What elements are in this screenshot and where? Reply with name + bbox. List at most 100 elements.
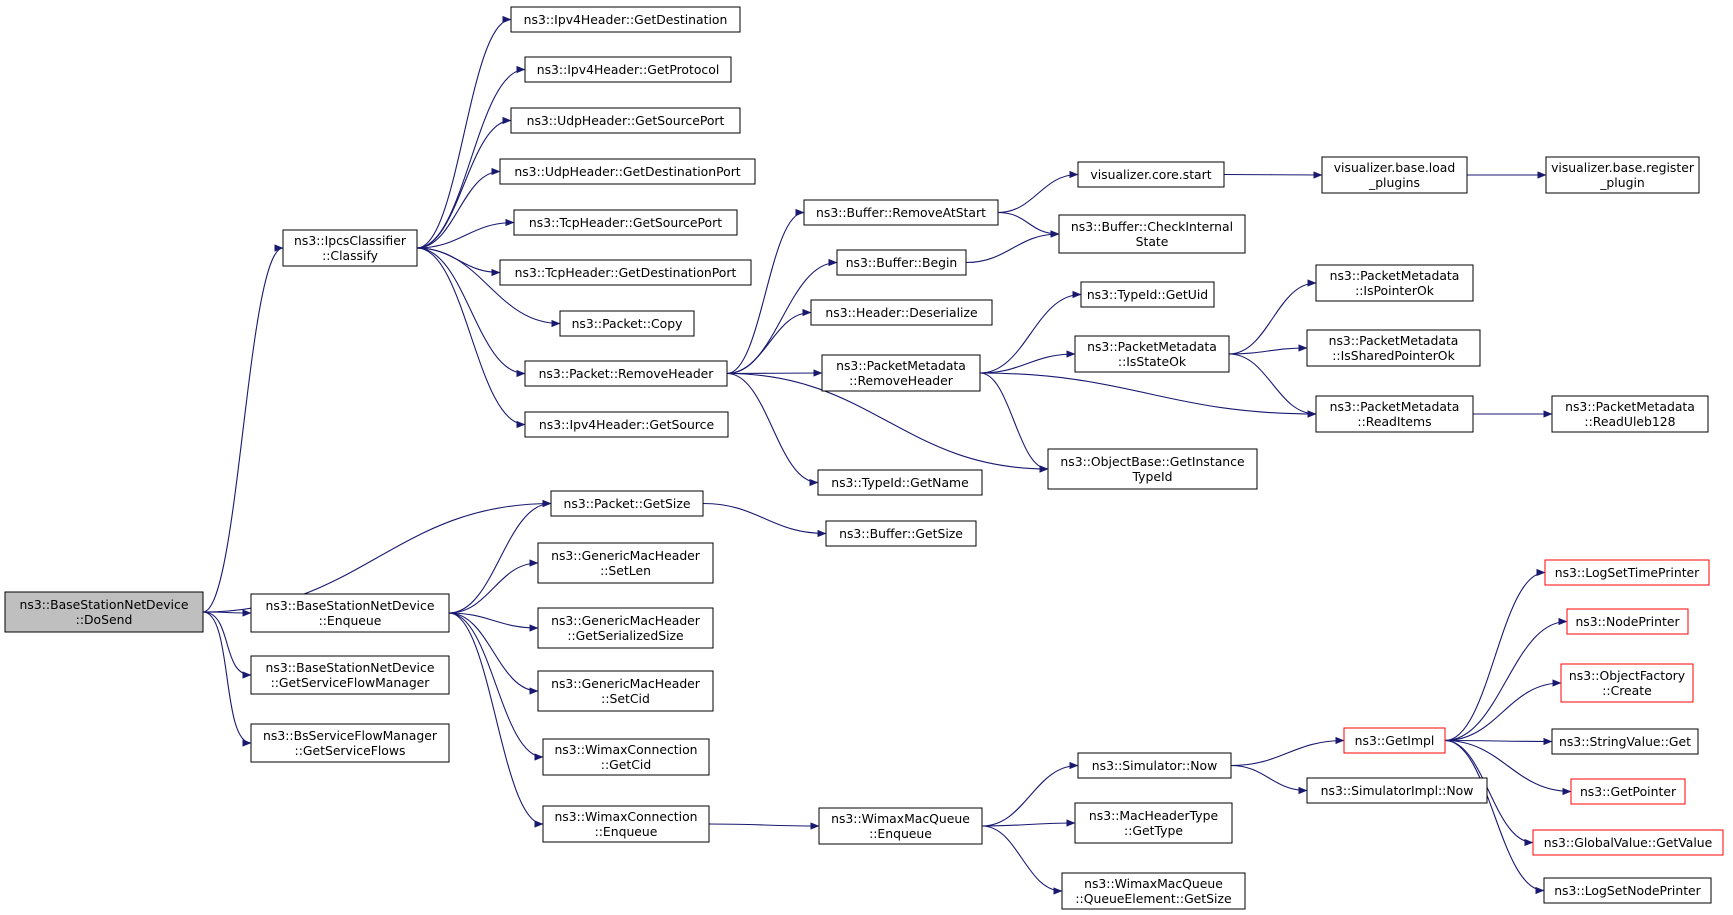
node-pmremove[interactable]: ns3::PacketMetadata::RemoveHeader [821, 354, 981, 392]
node-gmhsetlen[interactable]: ns3::GenericMacHeader::SetLen [537, 542, 714, 584]
node-getimpl[interactable]: ns3::GetImpl [1343, 727, 1446, 754]
node-simnow[interactable]: ns3::Simulator::Now [1077, 752, 1232, 779]
node-box [250, 593, 450, 633]
edge-pmremove-to-objinst [979, 372, 1049, 473]
edge-removeheader-to-objinst [726, 372, 1049, 473]
node-gmhser[interactable]: ns3::GenericMacHeader::GetSerializedSize [537, 607, 714, 649]
node-bssfm[interactable]: ns3::BaseStationNetDevice::GetServiceFlo… [250, 655, 450, 695]
node-pktcopy[interactable]: ns3::Packet::Copy [559, 310, 695, 337]
node-vizstart[interactable]: visualizer.core.start [1077, 161, 1225, 188]
edge-dosend-to-bsenqueue [202, 609, 252, 617]
node-label: ns3::StringValue::Get [1559, 734, 1691, 749]
node-label: ns3::SimulatorImpl::Now [1321, 783, 1474, 798]
node-nodeprinter[interactable]: ns3::NodePrinter [1566, 608, 1689, 635]
node-label: ns3::Packet::RemoveHeader [539, 366, 715, 381]
node-gvgetvalue[interactable]: ns3::GlobalValue::GetValue [1532, 829, 1724, 856]
node-hdrdeser[interactable]: ns3::Header::Deserialize [810, 299, 993, 326]
node-box [1077, 752, 1232, 779]
edge-wcenqueue-to-wmqenqueue [708, 822, 820, 830]
node-wcenqueue[interactable]: ns3::WimaxConnection::Enqueue [542, 805, 710, 843]
node-getpointer[interactable]: ns3::GetPointer [1570, 778, 1686, 805]
edge-getimpl-to-getpointer [1444, 739, 1572, 796]
node-bufbegin[interactable]: ns3::Buffer::Begin [836, 249, 967, 276]
edge-classify-to-ipv4dest [416, 15, 512, 249]
node-box [513, 209, 738, 236]
node-vizload[interactable]: visualizer.base.load_plugins [1321, 156, 1468, 194]
node-box [1545, 156, 1700, 194]
node-label: ns3::Ipv4Header::GetProtocol [537, 62, 720, 77]
node-box [1570, 778, 1686, 805]
node-wcgetcid[interactable]: ns3::WimaxConnection::GetCid [542, 738, 710, 776]
edge-removeheader-to-typeidname [726, 372, 819, 487]
node-ipv4dest[interactable]: ns3::Ipv4Header::GetDestination [510, 6, 741, 33]
edge-simnow-to-simimplnow [1230, 764, 1308, 795]
node-label: ::SetLen [600, 563, 651, 578]
node-objfactory[interactable]: ns3::ObjectFactory::Create [1560, 663, 1694, 703]
node-wmqelem[interactable]: ns3::WimaxMacQueue::QueueElement::GetSiz… [1061, 872, 1246, 910]
edge-bsenqueue-to-pktsize [448, 499, 552, 614]
node-label: ns3::UdpHeader::GetDestinationPort [514, 164, 740, 179]
node-label: ns3::Buffer::RemoveAtStart [816, 205, 986, 220]
node-typeidname[interactable]: ns3::TypeId::GetName [817, 469, 983, 496]
node-pktsize[interactable]: ns3::Packet::GetSize [550, 490, 704, 517]
node-label: ns3::Buffer::Begin [846, 255, 958, 270]
edge-bsenqueue-to-gmhsetlen [448, 559, 539, 614]
node-classify[interactable]: ns3::IpcsClassifier::Classify [282, 229, 418, 267]
node-gmhsetcid[interactable]: ns3::GenericMacHeader::SetCid [537, 670, 714, 712]
node-wmqenqueue[interactable]: ns3::WimaxMacQueue::Enqueue [818, 807, 983, 845]
node-label: ::IsSharedPointerOk [1332, 348, 1455, 363]
edge-bsenqueue-to-wcenqueue [448, 612, 544, 828]
node-strvalget[interactable]: ns3::StringValue::Get [1551, 728, 1699, 755]
node-box [499, 158, 756, 185]
node-label: ns3::GenericMacHeader [551, 548, 701, 563]
node-bsflows[interactable]: ns3::BsServiceFlowManager::GetServiceFlo… [250, 723, 450, 763]
node-typeiduid[interactable]: ns3::TypeId::GetUid [1080, 281, 1215, 308]
node-lognode[interactable]: ns3::LogSetNodePrinter [1543, 877, 1712, 904]
node-bufsize[interactable]: ns3::Buffer::GetSize [825, 520, 977, 547]
node-label: ns3::Buffer::CheckInternal [1071, 219, 1233, 234]
edge-bufbegin-to-bufcheck [965, 230, 1060, 264]
edge-wmqenqueue-to-wmqelem [981, 825, 1063, 895]
node-bsenqueue[interactable]: ns3::BaseStationNetDevice::Enqueue [250, 593, 450, 633]
node-label: ns3::Packet::GetSize [564, 496, 691, 511]
node-label: ::GetServiceFlowManager [271, 675, 431, 690]
edge-bufremove-to-vizstart [997, 170, 1079, 214]
node-box [1566, 608, 1689, 635]
node-udpdst[interactable]: ns3::UdpHeader::GetDestinationPort [499, 158, 756, 185]
node-label: TypeId [1132, 469, 1173, 484]
edge-pmremove-to-pmstateok [979, 350, 1076, 374]
node-tcpsrc[interactable]: ns3::TcpHeader::GetSourcePort [513, 209, 738, 236]
edge-classify-to-tcpsrc [416, 218, 515, 249]
node-box [537, 670, 714, 712]
node-removeheader[interactable]: ns3::Packet::RemoveHeader [524, 360, 728, 387]
node-box [817, 469, 983, 496]
node-pmuleb[interactable]: ns3::PacketMetadata::ReadUleb128 [1551, 395, 1709, 433]
node-box [1560, 663, 1694, 703]
node-box [1306, 777, 1488, 804]
node-pmsharedok[interactable]: ns3::PacketMetadata::IsSharedPointerOk [1306, 329, 1481, 367]
node-label: ns3::LogSetNodePrinter [1554, 883, 1701, 898]
node-logtime[interactable]: ns3::LogSetTimePrinter [1544, 559, 1710, 586]
node-label: ns3::GetPointer [1580, 784, 1677, 799]
node-label: ns3::Packet::Copy [572, 316, 683, 331]
node-box [537, 542, 714, 584]
node-simimplnow[interactable]: ns3::SimulatorImpl::Now [1306, 777, 1488, 804]
node-label: ns3::PacketMetadata [1330, 399, 1460, 414]
node-bufremove[interactable]: ns3::Buffer::RemoveAtStart [803, 199, 999, 226]
node-pmreaditems[interactable]: ns3::PacketMetadata::ReadItems [1315, 395, 1474, 433]
node-label: ns3::UdpHeader::GetSourcePort [527, 113, 725, 128]
edge-pmremove-to-typeiduid [979, 290, 1082, 374]
node-ipv4proto[interactable]: ns3::Ipv4Header::GetProtocol [524, 56, 732, 83]
edge-simnow-to-getimpl [1230, 736, 1345, 767]
node-tcpdst[interactable]: ns3::TcpHeader::GetDestinationPort [499, 259, 752, 286]
node-mhgettype[interactable]: ns3::MacHeaderType::GetType [1074, 802, 1233, 844]
edge-pmstateok-to-pmreaditems [1228, 353, 1317, 418]
node-pmstateok[interactable]: ns3::PacketMetadata::IsStateOk [1074, 335, 1230, 373]
node-box [524, 360, 728, 387]
node-vizreg[interactable]: visualizer.base.register_plugin [1545, 156, 1700, 194]
node-pmptrok[interactable]: ns3::PacketMetadata::IsPointerOk [1315, 264, 1474, 302]
node-udpsrc[interactable]: ns3::UdpHeader::GetSourcePort [510, 107, 741, 134]
node-ipv4src[interactable]: ns3::Ipv4Header::GetSource [524, 411, 729, 438]
